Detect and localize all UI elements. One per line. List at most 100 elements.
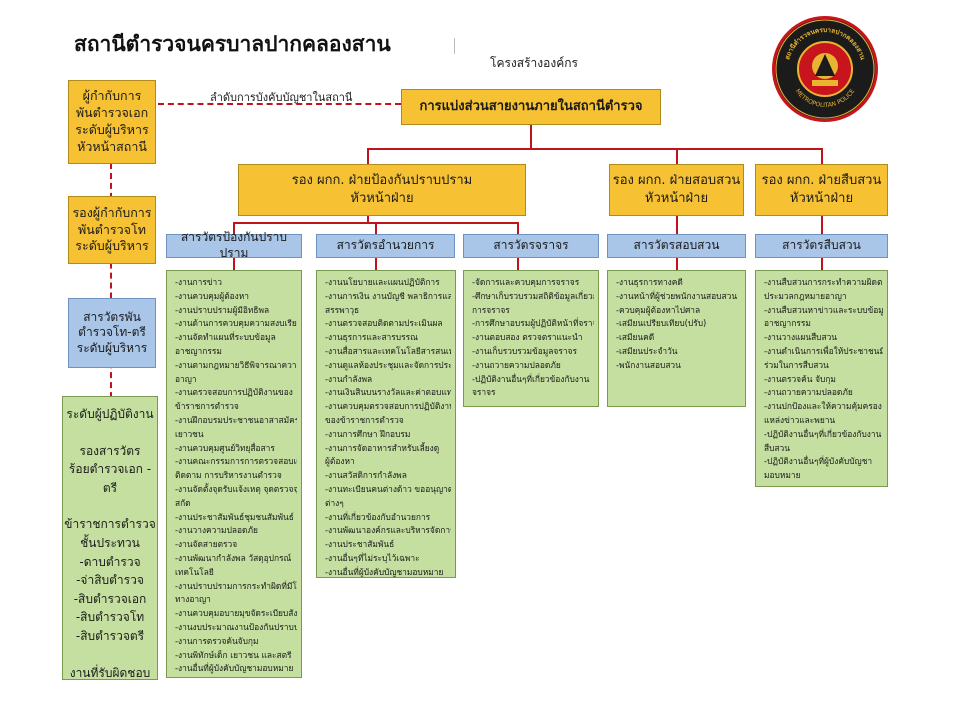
- task-list-crime-prevention: -งานการข่าว -งานควบคุมผู้ต้องหา -งานปราบปร…: [166, 270, 302, 678]
- operational-line: [63, 497, 157, 515]
- connector-line: [375, 258, 377, 270]
- task-item: -งานสืบสวนการกระทำความผิดตาม: [764, 277, 883, 287]
- connector-line: [233, 222, 235, 234]
- task-item: ผู้ต้องหา: [325, 456, 355, 467]
- task-item: -งานอื่นๆที่ไม่ระบุไว้เฉพาะ: [325, 552, 420, 563]
- task-item: -งานจัดทำแผนที่ระบบข้อมูล: [175, 332, 276, 343]
- task-item: -งานการเงิน งานบัญชี พลาธิการและ: [325, 290, 451, 301]
- task-item: -งานวางแผนสืบสวน: [764, 332, 838, 343]
- task-item: -งานกำลังพล: [325, 373, 373, 384]
- division-head-crime-prevention: รอง ผกก. ฝ่ายป้องกันปราบปราม หัวหน้าฝ่าย: [238, 164, 526, 216]
- task-item: -งานสืบสวนหาข่าวและระบบข้อมูล: [764, 304, 883, 315]
- connector-line: [821, 148, 823, 166]
- division-head-role: หัวหน้าฝ่าย: [350, 191, 414, 206]
- main-structure-box: การแบ่งส่วนสายงานภายในสถานีตำรวจ: [401, 89, 661, 125]
- task-item: -การศึกษาอบรมผู้ปฏิบัติหน้าที่จราจร: [472, 318, 594, 329]
- task-item: จราจร: [472, 387, 496, 398]
- task-item: -งานธุรการทางคดี: [616, 277, 683, 287]
- operational-line: ข้าราชการตำรวจ: [64, 517, 156, 532]
- deputy-line: ระดับผู้บริหาร: [75, 238, 149, 254]
- operational-line: -สิบตำรวจเอก: [73, 591, 147, 606]
- unit-header-detective: สารวัตรสืบสวน: [755, 234, 888, 258]
- task-item: -งานเก็บรวบรวมข้อมูลจราจร: [472, 345, 577, 356]
- page-title: สถานีตำรวจนครบาลปากคลองสาน: [74, 32, 391, 56]
- operational-line: -ดาบตำรวจ: [79, 554, 141, 569]
- task-item: เยาวชน: [175, 428, 204, 439]
- connector-line: [517, 222, 519, 234]
- task-item: -งานพัฒนากำลังพล วัสดุอุปกรณ์: [175, 552, 292, 563]
- division-head-detective: รอง ผกก. ฝ่ายสืบสวน หัวหน้าฝ่าย: [755, 164, 888, 216]
- task-item: อาชญากรรม: [175, 345, 222, 356]
- superintendent-box: ผู้กำกับการ พันตำรวจเอก ระดับผู้บริหาร ห…: [68, 80, 156, 164]
- chart-subtitle: โครงสร้างองค์กร: [490, 56, 578, 70]
- unit-header-administration: สารวัตรอำนวยการ: [316, 234, 455, 258]
- connector-line: [821, 258, 823, 270]
- task-item: -งานประชาสัมพันธ์: [325, 539, 395, 550]
- task-item: -งานการจัดอาหารสำหรับเลี้ยงดู: [325, 442, 440, 453]
- connector-line: [530, 125, 532, 149]
- connector-line: [367, 148, 822, 150]
- task-item: ทางอาญา: [175, 594, 211, 605]
- task-item: -งานอื่นที่ผู้บังคับบัญชามอบหมาย: [175, 663, 294, 674]
- task-item: -งานการข่าว: [175, 277, 222, 287]
- deputy-line: พันตำรวจโท: [78, 221, 146, 237]
- operational-line: งานที่รับผิดชอบ: [69, 665, 151, 680]
- inspector-line: ระดับผู้บริหาร: [76, 340, 148, 355]
- unit-header-crime-prevention: สารวัตรป้องกันปราบปราม: [166, 230, 302, 260]
- task-item: -งานที่เกี่ยวข้องกับอำนวยการ: [325, 511, 431, 522]
- task-item: -งานตอบสอง ตรวจตราแนะนำ: [472, 332, 583, 343]
- operational-line: ระดับผู้ปฏิบัติงาน: [66, 407, 154, 421]
- task-item: -งานนโยบายและแผนปฏิบัติการ: [325, 277, 440, 287]
- task-item: -เสมียนประจำวัน: [616, 345, 678, 356]
- task-item: -งานควบคุมศูนย์วิทยุสื่อสาร: [175, 442, 275, 453]
- operational-line: ตรี: [102, 480, 118, 495]
- superintendent-line: ผู้กำกับการ: [82, 88, 142, 104]
- operational-level-box: ระดับผู้ปฏิบัติงาน รองสารวัตร ร้อยตำรวจเ…: [62, 396, 158, 680]
- task-item: -งานพัฒนาองค์กรและบริหารจัดการ: [325, 525, 451, 536]
- task-item: -งานอื่นที่ผู้บังคับบัญชามอบหมาย: [325, 566, 444, 577]
- task-item: -งานด้านการควบคุมความสงบเรียบร้อย: [175, 318, 297, 329]
- task-item: ของข้าราชการตำรวจ: [325, 414, 404, 425]
- task-item: -งานเงินสินบนรางวัลและค่าตอบแทน: [325, 387, 451, 398]
- task-item: -งานประชาสัมพันธ์ชุมชนสัมพันธ์: [175, 511, 294, 522]
- division-head-title: รอง ผกก. ฝ่ายป้องกันปราบปราม: [291, 173, 473, 189]
- task-item: -เสมียนเปรียบเทียบ(ปรับ): [616, 318, 707, 329]
- task-item: แหล่งข่าวและพยาน: [764, 414, 836, 425]
- task-item: -งานควบคุมอบายมุขจัดระเบียบสังคม: [175, 608, 297, 619]
- division-head-investigation: รอง ผกก. ฝ่ายสอบสวน หัวหน้าฝ่าย: [609, 164, 744, 216]
- operational-line: -สิบตำรวจโท: [75, 610, 145, 625]
- task-item: สกัด: [175, 497, 191, 508]
- task-item: -งานวางความปลอดภัย: [175, 525, 258, 536]
- task-item: -งานพิทักษ์เด็ก เยาวชน และสตรี: [175, 649, 292, 660]
- task-item: -งานทะเบียนคนต่างด้าว ขออนุญาต: [325, 483, 451, 494]
- task-item: -งานปราบปรามผู้มีอิทธิพล: [175, 304, 270, 315]
- task-item: -งานดูแลห้องประชุมและจัดการประชุม: [325, 359, 451, 370]
- task-item: -งานดำเนินการเพื่อให้ประชาชนมีส่วน: [764, 345, 883, 356]
- task-item: -งานควบคุมผู้ต้องหา: [175, 290, 249, 301]
- task-item: -งานฝึกอบรมประชาชนอาสาสมัครและ: [175, 414, 297, 425]
- superintendent-line: หัวหน้าสถานี: [77, 138, 147, 154]
- task-item: การจราจร: [472, 304, 510, 315]
- task-item: -ศึกษาเก็บรวบรวมสถิติข้อมูลเกี่ยวกับ: [472, 290, 594, 301]
- task-item: -งานปกป้องและให้ความคุ้มครอง: [764, 401, 882, 412]
- task-item: -งานจัดสายตรวจ: [175, 539, 238, 550]
- command-dashed-line: [158, 103, 401, 105]
- operational-line: ร้อยตำรวจเอก -: [68, 462, 152, 477]
- task-item: -งานตรวจสอบติดตามประเมินผล: [325, 318, 443, 329]
- superintendent-line: พันตำรวจเอก: [75, 105, 149, 121]
- task-item: -งานถวายความปลอดภัย: [764, 387, 853, 398]
- task-item: ข้าราชการตำรวจ: [175, 401, 239, 412]
- connector-line: [676, 216, 678, 234]
- connector-line: [821, 216, 823, 234]
- task-item: อาญา: [175, 373, 197, 384]
- task-item: -งานตรวจค้น จับกุม: [764, 373, 836, 384]
- task-item: -งานการตรวจค้นจับกุม: [175, 635, 259, 646]
- task-item: -งานควบคุมตรวจสอบการปฏิบัติงาน: [325, 401, 451, 412]
- task-item: -งานปราบปรามการกระทำผิดที่มีโทษ: [175, 580, 297, 591]
- police-station-emblem-icon: สถานีตำรวจนครบาลปากคลองสาน METROPOLITAN …: [770, 14, 880, 124]
- task-list-detective: -งานสืบสวนการกระทำความผิดตามประมวลกฎหมาย…: [755, 270, 888, 487]
- task-item: -งานถวายความปลอดภัย: [472, 359, 561, 370]
- task-item: ร่วมในการสืบสวน: [764, 359, 829, 370]
- task-item: -ปฏิบัติงานอื่นๆที่เกี่ยวข้องกับงาน: [472, 373, 590, 384]
- deputy-line: รองผู้กำกับการ: [72, 204, 152, 220]
